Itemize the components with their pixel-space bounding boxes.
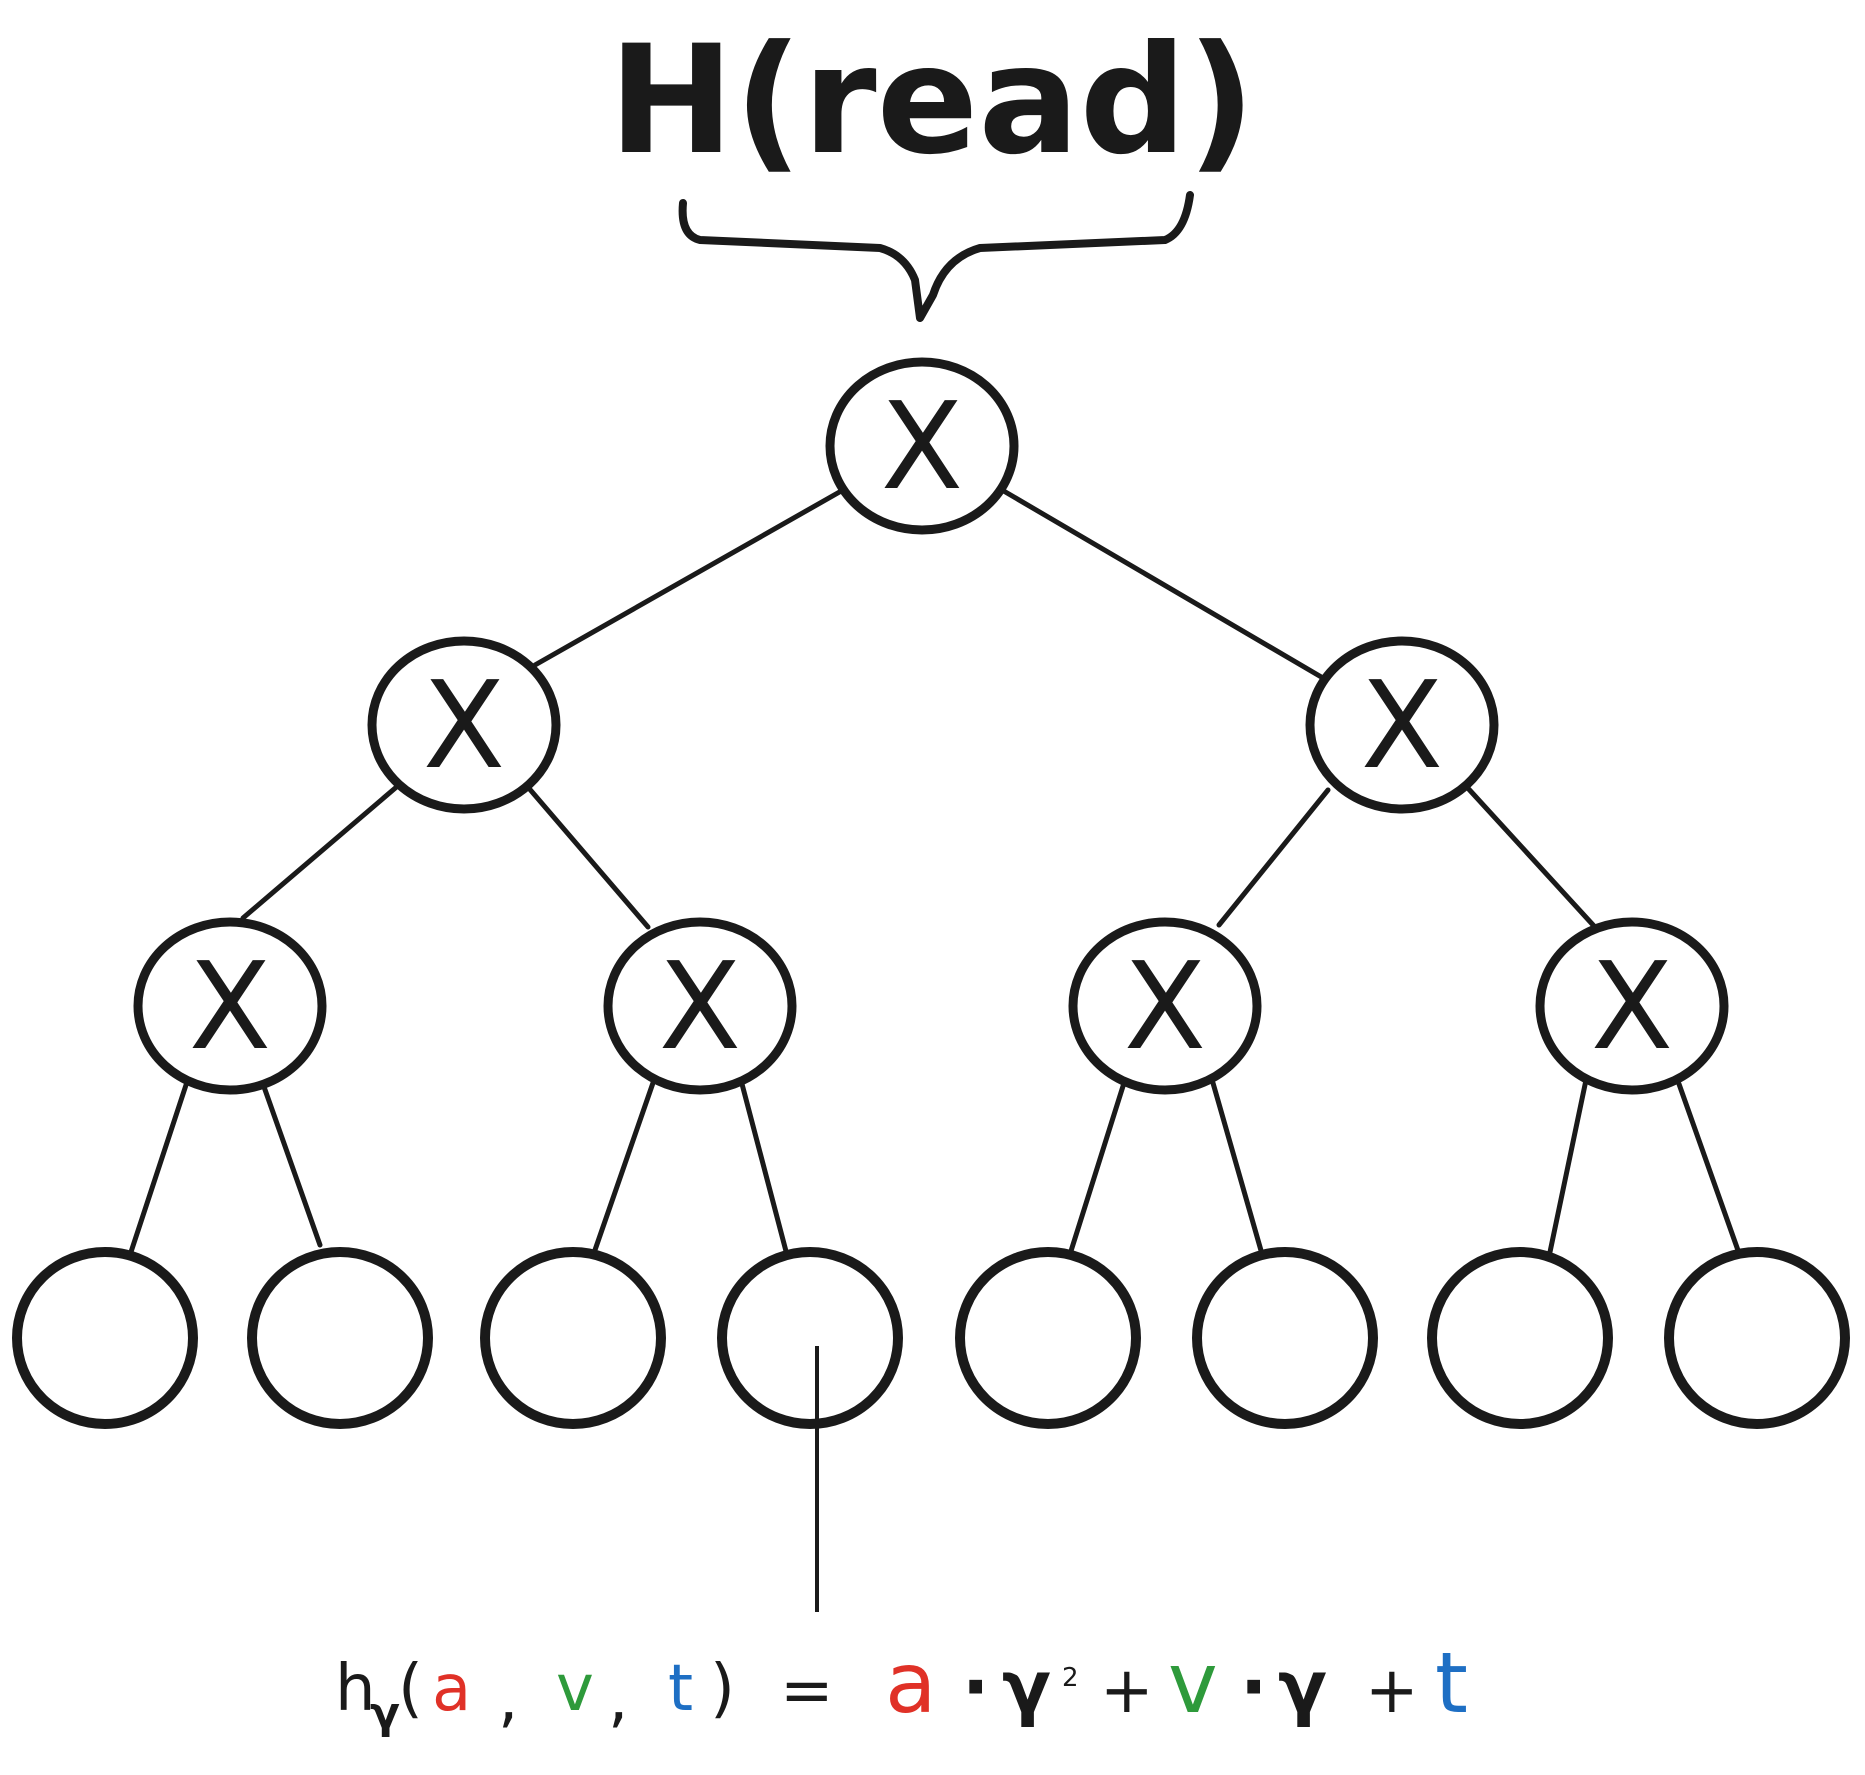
edge-l1-rr	[1462, 782, 1597, 929]
formula-fn: h	[335, 1652, 376, 1726]
edge-l2-4	[739, 1081, 790, 1258]
edge-l2-5	[1068, 1080, 1127, 1254]
formula-comma-2: ,	[608, 1662, 628, 1736]
node-label: X	[881, 378, 963, 517]
formula-rhs-t: t	[1435, 1634, 1468, 1732]
leaf-node-3	[480, 1247, 666, 1429]
edge-l2-7	[1547, 1077, 1589, 1255]
tree-node-l2-2: X	[603, 917, 797, 1095]
tree-node-l2-3: X	[1068, 917, 1262, 1095]
edge-l2-8	[1676, 1081, 1743, 1259]
hash-formula: h γ ( a , v , t ) = a · γ 2 + v · γ + t	[335, 1634, 1468, 1739]
formula-arg-v: v	[556, 1652, 594, 1726]
formula-open-paren: (	[398, 1652, 423, 1726]
leaf-node-6	[1192, 1247, 1378, 1429]
formula-dot-2: ·	[1240, 1645, 1267, 1729]
formula-arg-a: a	[432, 1652, 471, 1726]
formula-gamma-2: γ	[1278, 1645, 1327, 1729]
edge-l2-3	[592, 1077, 657, 1253]
leaf-node-7	[1427, 1247, 1613, 1429]
edge-l2-6	[1210, 1080, 1265, 1257]
formula-rhs-v: v	[1168, 1634, 1218, 1732]
formula-plus-1: +	[1100, 1654, 1154, 1728]
edge-l1-ll	[240, 781, 403, 921]
leaf-node-4	[717, 1247, 903, 1429]
formula-rhs-a: a	[885, 1634, 936, 1732]
tree-root-title: H(read)	[609, 14, 1256, 188]
node-label: X	[659, 938, 741, 1077]
edge-root-right	[999, 487, 1326, 681]
node-label: X	[423, 657, 505, 796]
formula-equals: =	[780, 1654, 834, 1728]
node-label: X	[189, 938, 271, 1077]
edge-l1-rl	[1216, 787, 1331, 928]
edge-l2-2	[260, 1081, 323, 1248]
leaf-node-2	[247, 1247, 433, 1429]
internal-nodes: X X X X X X X	[133, 357, 1729, 1095]
formula-exponent-2: 2	[1062, 1663, 1079, 1693]
formula-arg-t: t	[668, 1652, 693, 1726]
leaf-node-8	[1664, 1247, 1850, 1429]
node-label: X	[1361, 657, 1443, 796]
tree-edges	[127, 487, 1743, 1259]
formula-fn-subscript: γ	[370, 1688, 400, 1739]
leaf-nodes	[12, 1247, 1850, 1429]
edge-l1-lr	[524, 783, 651, 930]
tree-node-l1-left: X	[367, 636, 561, 814]
tree-node-l2-1: X	[133, 917, 327, 1095]
node-label: X	[1124, 938, 1206, 1077]
formula-close-paren: )	[710, 1652, 735, 1726]
leaf-node-5	[955, 1247, 1141, 1429]
formula-comma-1: ,	[498, 1662, 518, 1736]
curly-brace	[678, 191, 1194, 322]
formula-gamma-1: γ	[1002, 1645, 1051, 1729]
tree-node-l2-4: X	[1535, 917, 1729, 1095]
edge-l2-1	[127, 1079, 190, 1258]
formula-plus-2: +	[1365, 1654, 1419, 1728]
edge-root-left	[532, 487, 846, 668]
tree-node-l1-right: X	[1305, 636, 1499, 814]
node-label: X	[1591, 938, 1673, 1077]
tree-node-root: X	[825, 357, 1019, 535]
formula-dot-1: ·	[962, 1645, 989, 1729]
leaf-node-1	[12, 1247, 198, 1429]
